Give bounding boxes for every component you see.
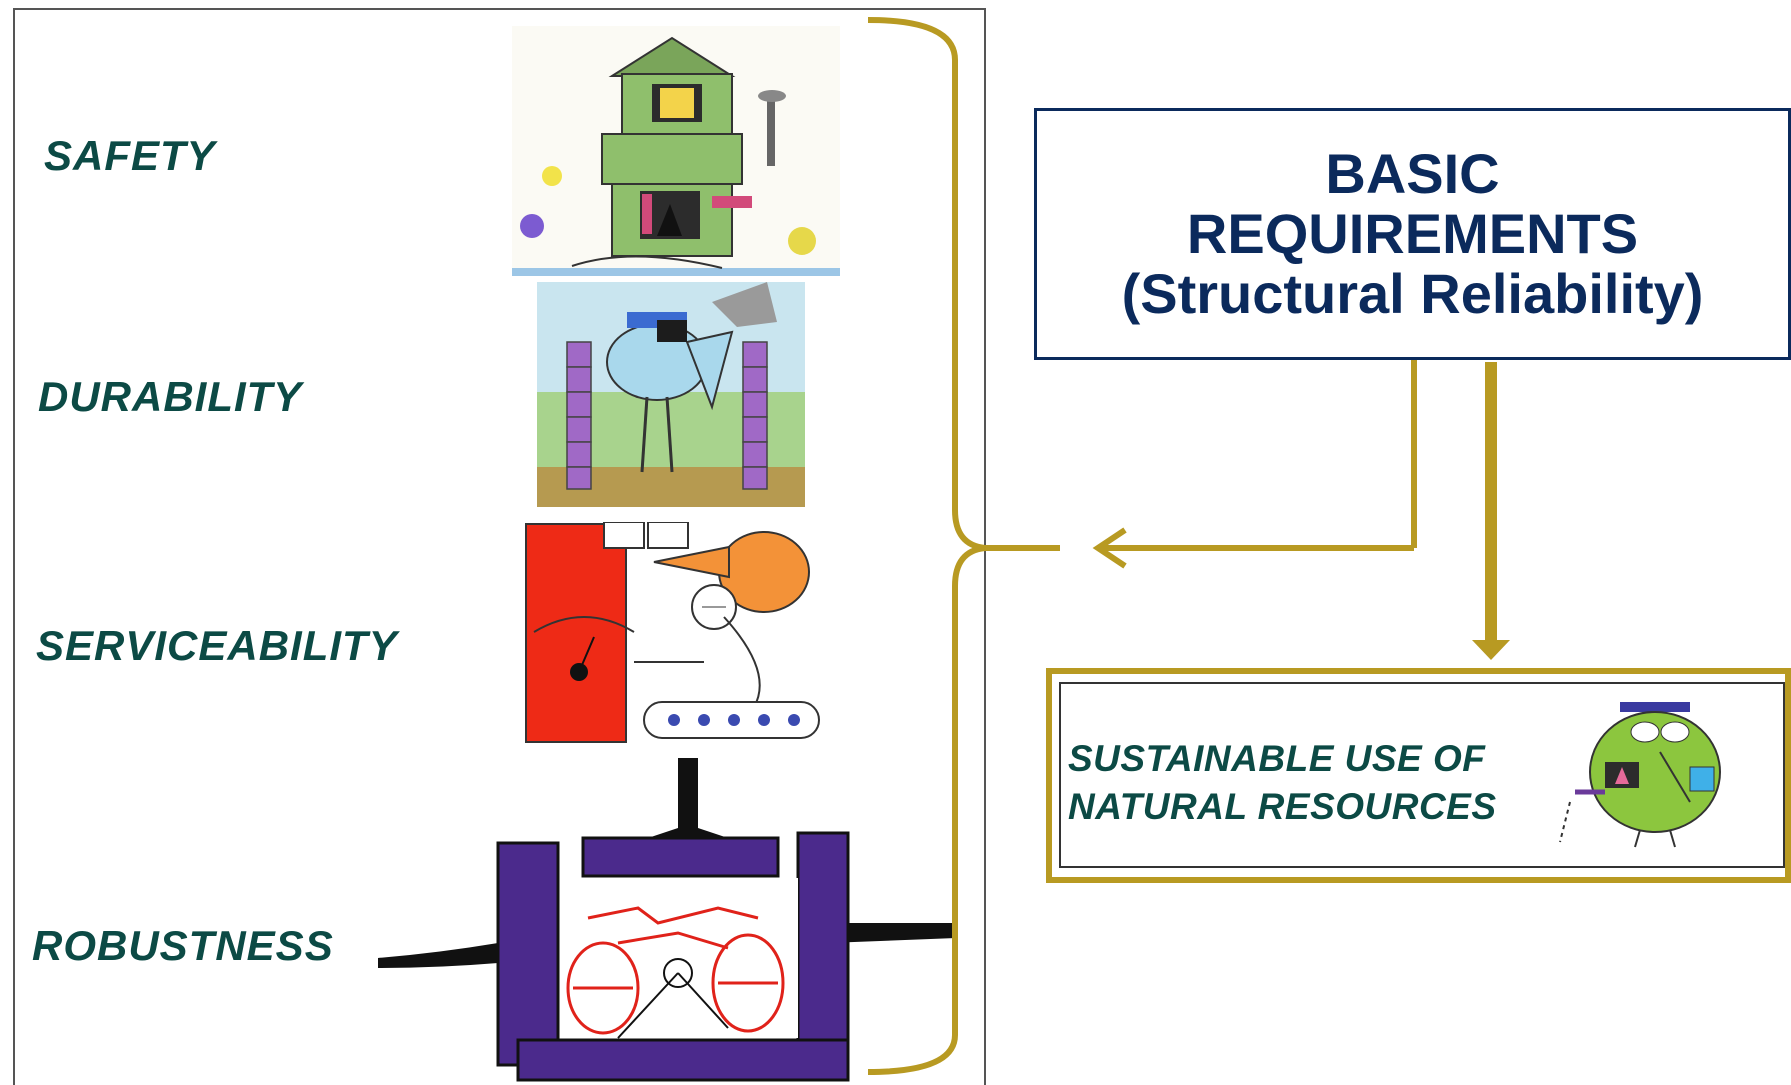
- label-durability: DURABILITY: [38, 373, 303, 420]
- basic-requirements-box: BASIC REQUIREMENTS (Structural Reliabili…: [1034, 108, 1791, 360]
- basic-title-line2: REQUIREMENTS: [1186, 202, 1639, 265]
- durability-illustration: [537, 282, 805, 507]
- sustainable-text: SUSTAINABLE USE OF NATURAL RESOURCES: [1068, 735, 1497, 831]
- label-serviceability: SERVICEABILITY: [36, 622, 398, 669]
- sustainable-line2: NATURAL RESOURCES: [1068, 786, 1497, 827]
- label-safety: SAFETY: [44, 132, 216, 179]
- grouping-brace: [867, 17, 986, 1075]
- label-robustness: ROBUSTNESS: [32, 922, 334, 969]
- sustainable-illustration: [1559, 702, 1721, 848]
- safety-illustration: [512, 26, 840, 276]
- sustainable-line1: SUSTAINABLE USE OF: [1068, 738, 1486, 779]
- down-arrowhead: [1472, 640, 1510, 660]
- basic-title-line1: BASIC: [1325, 142, 1500, 205]
- basic-title-line3: (Structural Reliability): [1121, 262, 1704, 325]
- robustness-illustration: [378, 758, 956, 1082]
- serviceability-illustration: [524, 522, 826, 744]
- left-arrowhead: [1092, 527, 1127, 569]
